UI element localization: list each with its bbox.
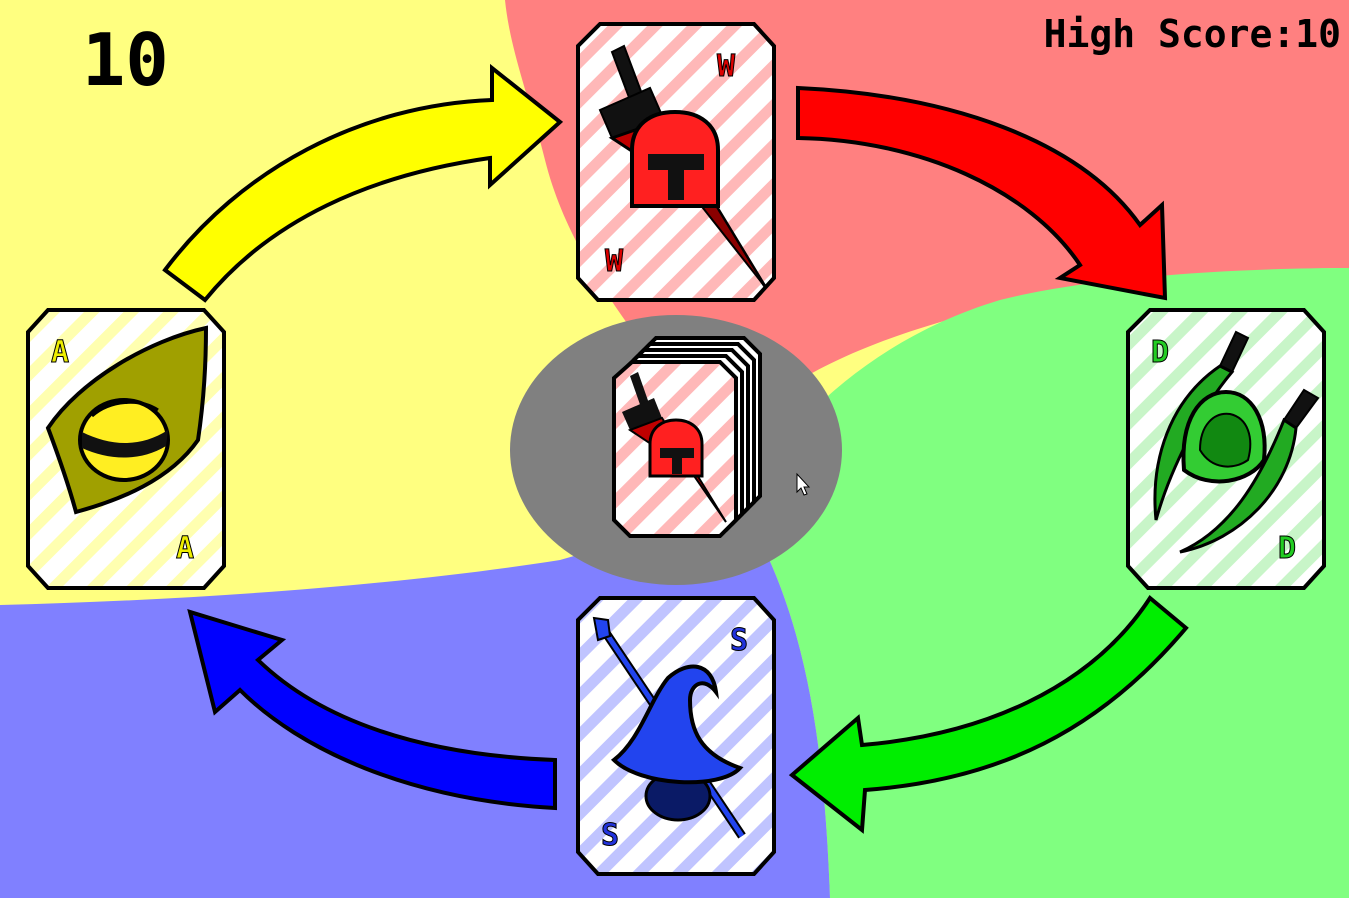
- assassin-card[interactable]: A A: [26, 308, 226, 590]
- daggers-hood-icon: [1153, 330, 1320, 554]
- sorcerer-letter-bottom: S: [601, 818, 619, 853]
- warrior-letter-top: W: [717, 49, 736, 84]
- current-score: 10: [82, 18, 169, 102]
- high-score: High Score:10: [1044, 10, 1341, 58]
- druid-letter-bottom: D: [1278, 531, 1296, 566]
- sword-helmet-icon: [622, 372, 727, 523]
- high-score-value: 10: [1295, 12, 1341, 56]
- cloak-mask-icon: [45, 325, 209, 515]
- high-score-label: High Score:: [1043, 12, 1296, 56]
- deck-pile[interactable]: [612, 336, 762, 538]
- mouse-cursor-icon: [796, 472, 811, 496]
- yellow-arrow: [162, 63, 564, 303]
- green-arrow: [788, 595, 1189, 834]
- assassin-letter-bottom: A: [176, 531, 194, 566]
- red-arrow: [796, 85, 1168, 301]
- deck-top-card[interactable]: [612, 360, 738, 538]
- sword-helmet-icon: [598, 44, 768, 289]
- blue-arrow: [187, 609, 557, 811]
- warrior-letter-bottom: W: [605, 244, 624, 279]
- druid-card[interactable]: D D: [1126, 308, 1326, 590]
- sorcerer-card[interactable]: S S: [576, 596, 776, 876]
- sorcerer-letter-top: S: [730, 623, 748, 658]
- warrior-card[interactable]: W W: [576, 22, 776, 302]
- wizard-hat-staff-icon: [592, 616, 746, 839]
- druid-letter-top: D: [1151, 335, 1169, 370]
- assassin-letter-top: A: [51, 335, 69, 370]
